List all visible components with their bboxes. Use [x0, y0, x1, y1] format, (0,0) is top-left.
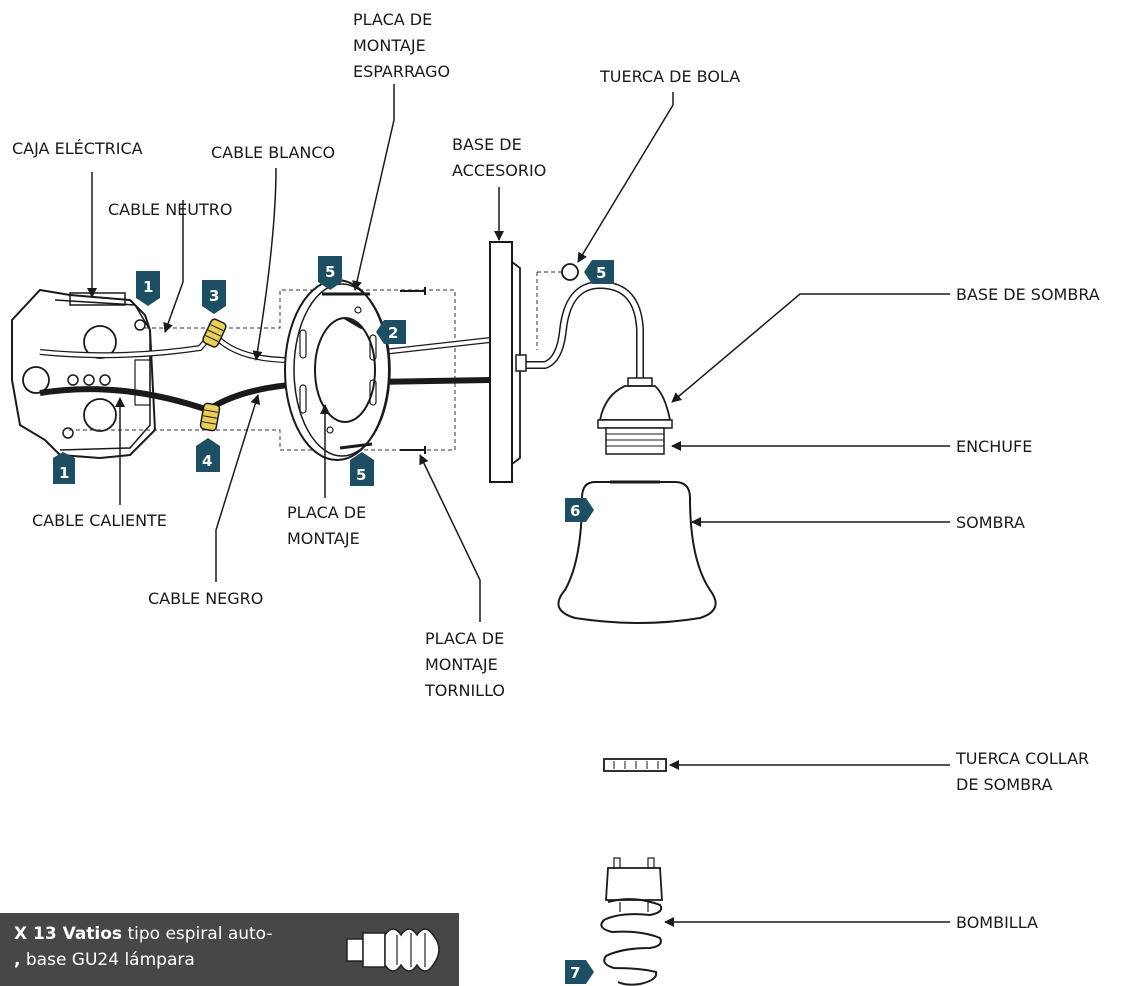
note-bold: X 13 Vatios — [14, 924, 123, 944]
label-base-accesorio-2: ACCESORIO — [452, 161, 546, 180]
cfl-bulb-icon — [346, 928, 440, 972]
bulb — [600, 857, 663, 986]
note-line1-rest: tipo espiral auto- — [122, 924, 273, 944]
step-badge-6: 6 — [565, 498, 594, 522]
svg-text:7: 7 — [570, 964, 580, 982]
svg-text:1: 1 — [59, 464, 69, 482]
label-cable-caliente: CABLE CALIENTE — [32, 511, 167, 530]
svg-text:1: 1 — [143, 278, 153, 296]
svg-text:6: 6 — [570, 502, 580, 520]
note-line-1: X 13 Vatios tipo espiral auto- — [14, 921, 459, 947]
black-wire — [39, 386, 209, 413]
label-placa-montaje-2: MONTAJE — [287, 529, 360, 548]
svg-text:3: 3 — [209, 287, 219, 305]
step-badges: 1 1 2 3 4 5 5 5 — [53, 256, 614, 984]
svg-text:5: 5 — [356, 466, 366, 484]
ball-nut — [561, 263, 579, 281]
label-tuerca-collar-1: TUERCA COLLAR — [955, 749, 1089, 768]
step-badge-1a: 1 — [136, 271, 160, 306]
svg-text:4: 4 — [202, 452, 212, 470]
step-badge-4: 4 — [196, 438, 220, 472]
label-placa-esparrago-2: MONTAJE — [353, 36, 426, 55]
svg-text:5: 5 — [325, 263, 335, 281]
mounting-plate — [284, 279, 391, 461]
wire-nut-hot — [199, 402, 221, 432]
label-placa-esparrago-1: PLACA DE — [353, 10, 432, 29]
note-line2-bold: , — [14, 950, 21, 970]
fixture-arm — [515, 280, 644, 380]
label-base-sombra: BASE DE SOMBRA — [956, 285, 1100, 304]
labels: CAJA ELÉCTRICA CABLE BLANCO CABLE NEUTRO… — [12, 10, 1100, 932]
bulb-note-box: X 13 Vatios tipo espiral auto- , base GU… — [0, 913, 459, 986]
shade-base — [597, 377, 673, 429]
socket — [605, 427, 665, 455]
step-badge-5b: 5 — [350, 452, 374, 486]
step-badge-1b: 1 — [53, 452, 75, 484]
svg-text:5: 5 — [596, 264, 606, 282]
label-tuerca-bola: TUERCA DE BOLA — [599, 67, 740, 86]
shade-collar-nut — [603, 758, 667, 772]
mounting-stud-top — [322, 287, 426, 330]
shade — [557, 480, 717, 624]
electrical-box — [11, 288, 157, 460]
step-badge-5c: 5 — [584, 260, 614, 284]
leader-arrows — [87, 84, 950, 927]
label-bombilla: BOMBILLA — [956, 913, 1038, 932]
label-sombra: SOMBRA — [956, 513, 1025, 532]
label-tuerca-collar-2: DE SOMBRA — [956, 775, 1053, 794]
mounting-screw-bottom — [339, 442, 426, 454]
label-placa-tornillo-3: TORNILLO — [424, 681, 505, 700]
label-cable-negro: CABLE NEGRO — [148, 589, 263, 608]
step-badge-5a: 5 — [318, 256, 342, 290]
svg-text:2: 2 — [388, 324, 398, 342]
wire-nut-neutral — [202, 318, 227, 348]
note-line2-rest: base GU24 lámpara — [20, 950, 195, 970]
step-badge-3: 3 — [202, 280, 226, 314]
step-badge-7: 7 — [565, 960, 594, 984]
step-badge-2: 2 — [376, 320, 406, 344]
label-caja-electrica: CAJA ELÉCTRICA — [12, 139, 143, 158]
label-placa-esparrago-3: ESPARRAGO — [353, 62, 450, 81]
note-line-2: , base GU24 lámpara — [14, 947, 459, 973]
label-placa-tornillo-2: MONTAJE — [425, 655, 498, 674]
label-cable-neutro: CABLE NEUTRO — [108, 200, 232, 219]
label-cable-blanco: CABLE BLANCO — [211, 143, 335, 162]
label-base-accesorio-1: BASE DE — [452, 135, 522, 154]
label-placa-tornillo-1: PLACA DE — [425, 629, 504, 648]
label-placa-montaje-1: PLACA DE — [287, 503, 366, 522]
label-enchufe: ENCHUFE — [956, 437, 1032, 456]
